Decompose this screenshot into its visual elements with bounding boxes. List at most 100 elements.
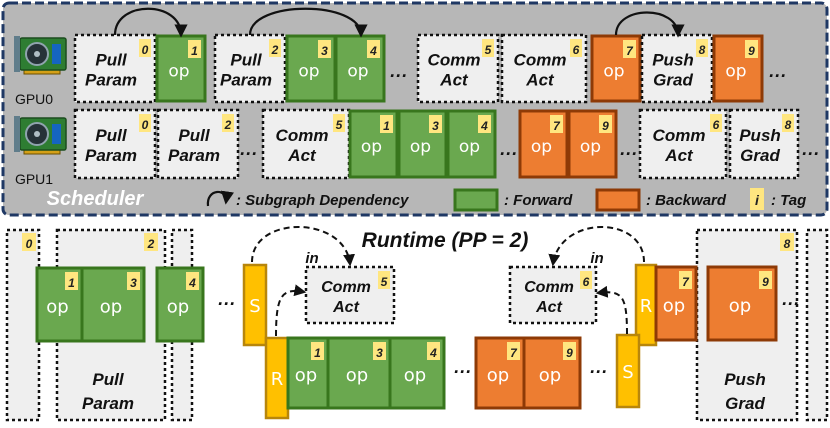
gpu1-label: GPU1 — [15, 171, 53, 187]
g1-pull-param-0-tag — [139, 114, 151, 132]
rt-push-grad-8-tag — [780, 233, 794, 251]
g0-pull-param-2-line1: Pull — [230, 51, 262, 70]
g1-op-9-label: op — [580, 137, 601, 157]
rt-send-arrow-2 — [595, 285, 628, 335]
legend-backward-swatch — [595, 188, 641, 212]
rt1-op-1-tag-label: 1 — [314, 346, 321, 360]
g1-comm-act-6-line1: Comm — [653, 126, 706, 145]
g0-op-4-tag — [367, 40, 380, 58]
rt-in-arrow-1 — [251, 226, 355, 267]
legend-dependency-label: : Subgraph Dependency — [236, 192, 409, 209]
rt-push-grad-8-tag-label: 8 — [784, 237, 791, 251]
rt0-op-1-label: op — [46, 297, 68, 318]
rt1-op-9-label: op — [539, 365, 561, 386]
rt-send-arrow-1 — [275, 284, 307, 337]
rt-pull-param-2-line2: Param — [82, 394, 134, 413]
g0-comm-act-6-tag-label: 6 — [573, 43, 580, 57]
rt1-op-4-tag-label: 4 — [429, 346, 437, 360]
rt-push-grad-partial — [805, 228, 829, 422]
g0-comm-act-6-line1: Comm — [514, 51, 567, 70]
rt1-op-9-tag — [563, 342, 576, 360]
rt1-ellipsis-2: ··· — [589, 362, 607, 382]
g1-op-7-tag-label: 7 — [553, 119, 561, 133]
g1-op-9-tag — [599, 115, 612, 133]
rt-pull-param-2-tag — [144, 233, 158, 251]
g1-pull-param-2-tag — [222, 114, 234, 132]
rt1-send — [615, 333, 641, 409]
rt-pull-param-0-tag-label: 0 — [26, 237, 33, 251]
g0-pull-param-0-tag — [139, 39, 151, 57]
g1-ellipsis-1: ··· — [239, 144, 257, 164]
g1-op-7-tag — [550, 115, 563, 133]
legend-dependency-icon — [206, 190, 235, 207]
rt0-op-7-tag — [679, 271, 692, 289]
legend-tag-symbol: i — [755, 192, 760, 208]
rt0-recv-label: R — [640, 296, 653, 317]
g1-op-4-tag — [478, 115, 491, 133]
rt0-op-1-tag-label: 1 — [68, 276, 75, 290]
g1-op-4-tag-label: 4 — [480, 119, 488, 133]
g0-pull-param-2-tag-label: 2 — [271, 43, 279, 57]
rt1-ellipsis-1: ··· — [453, 362, 471, 382]
g0-ellipsis-1: ··· — [389, 66, 407, 86]
g1-pull-param-2-line2: Param — [168, 146, 220, 165]
rt0-comm-act-5-line1: Comm — [321, 279, 371, 296]
g0-op-9-tag — [745, 40, 758, 58]
g0-ellipsis-2: ··· — [768, 66, 786, 86]
rt0-op-9-tag-label: 9 — [762, 275, 769, 289]
rt0-op-7-label: op — [663, 296, 685, 317]
rt1-send-label: S — [622, 362, 633, 383]
g1-op-3-tag — [429, 115, 442, 133]
rt0-op-3-label: op — [100, 297, 122, 318]
gpu1-icon-bracket — [14, 116, 20, 152]
g1-op-1-tag-label: 1 — [383, 119, 390, 133]
rt0-send-label: S — [249, 296, 260, 317]
rt0-op-9-tag — [759, 271, 772, 289]
g1-comm-act-6-tag — [710, 114, 722, 132]
rt0-comm-act-6-line2: Act — [535, 299, 562, 316]
legend-forward-label: : Forward — [504, 192, 573, 209]
g0-op-3-label: op — [298, 62, 319, 82]
rt-pull-param-0-tag — [22, 233, 36, 251]
rt1-op-4-label: op — [404, 365, 426, 386]
g1-pull-param-2-line1: Pull — [178, 126, 210, 145]
g1-pull-param-0-line1: Pull — [95, 126, 127, 145]
rt1-op-3-label: op — [346, 365, 368, 386]
g1-pull-param-0 — [73, 108, 157, 180]
rt1-op-7-tag — [507, 342, 520, 360]
legend-backward-label: : Backward — [646, 192, 727, 209]
rt0-op-4-label: op — [167, 297, 189, 318]
gpu1-icon-fan-hub — [34, 131, 40, 137]
rt1-op-3-tag-label: 3 — [376, 346, 383, 360]
rt0-comm-act-5-line2: Act — [332, 299, 359, 316]
g0-op-1-label: op — [168, 62, 189, 82]
g0-op-9-label: op — [725, 62, 746, 82]
rt0-comm-act-6-tag-label: 6 — [583, 275, 590, 289]
g1-comm-act-6-line2: Act — [664, 146, 694, 165]
g0-pull-param-0-line1: Pull — [95, 51, 127, 70]
rt0-op-3-tag — [127, 272, 140, 290]
gpu0-icon-fan-hub — [34, 51, 40, 57]
g1-push-grad-8-line1: Push — [739, 126, 781, 145]
rt0-comm-act-5 — [304, 265, 396, 325]
rt1-op-9-tag-label: 9 — [566, 346, 573, 360]
rt1-op-4-tag — [427, 342, 440, 360]
g0-push-grad-8-tag-label: 8 — [699, 43, 706, 57]
g0-op-7-tag-label: 7 — [626, 44, 634, 58]
g1-pull-param-0-line2: Param — [85, 146, 137, 165]
g0-pull-param-2-tag — [269, 39, 281, 57]
g1-comm-act-5-line1: Comm — [276, 126, 329, 145]
rt0-ellipsis-1: ··· — [217, 294, 235, 314]
rt-in-label-1: in — [305, 250, 318, 267]
legend-forward-swatch — [453, 188, 499, 212]
g1-op-3-label: op — [410, 137, 431, 157]
g1-op-3-tag-label: 3 — [432, 119, 439, 133]
g1-op-7 — [518, 109, 569, 179]
runtime-title: Runtime (PP = 2) — [362, 229, 529, 252]
g0-op-9-tag-label: 9 — [748, 44, 755, 58]
rt0-op-3-tag-label: 3 — [130, 276, 137, 290]
g0-op-4-tag-label: 4 — [369, 44, 377, 58]
gpu0-label: GPU0 — [15, 91, 53, 107]
rt-push-grad-8-line2: Grad — [725, 394, 765, 413]
